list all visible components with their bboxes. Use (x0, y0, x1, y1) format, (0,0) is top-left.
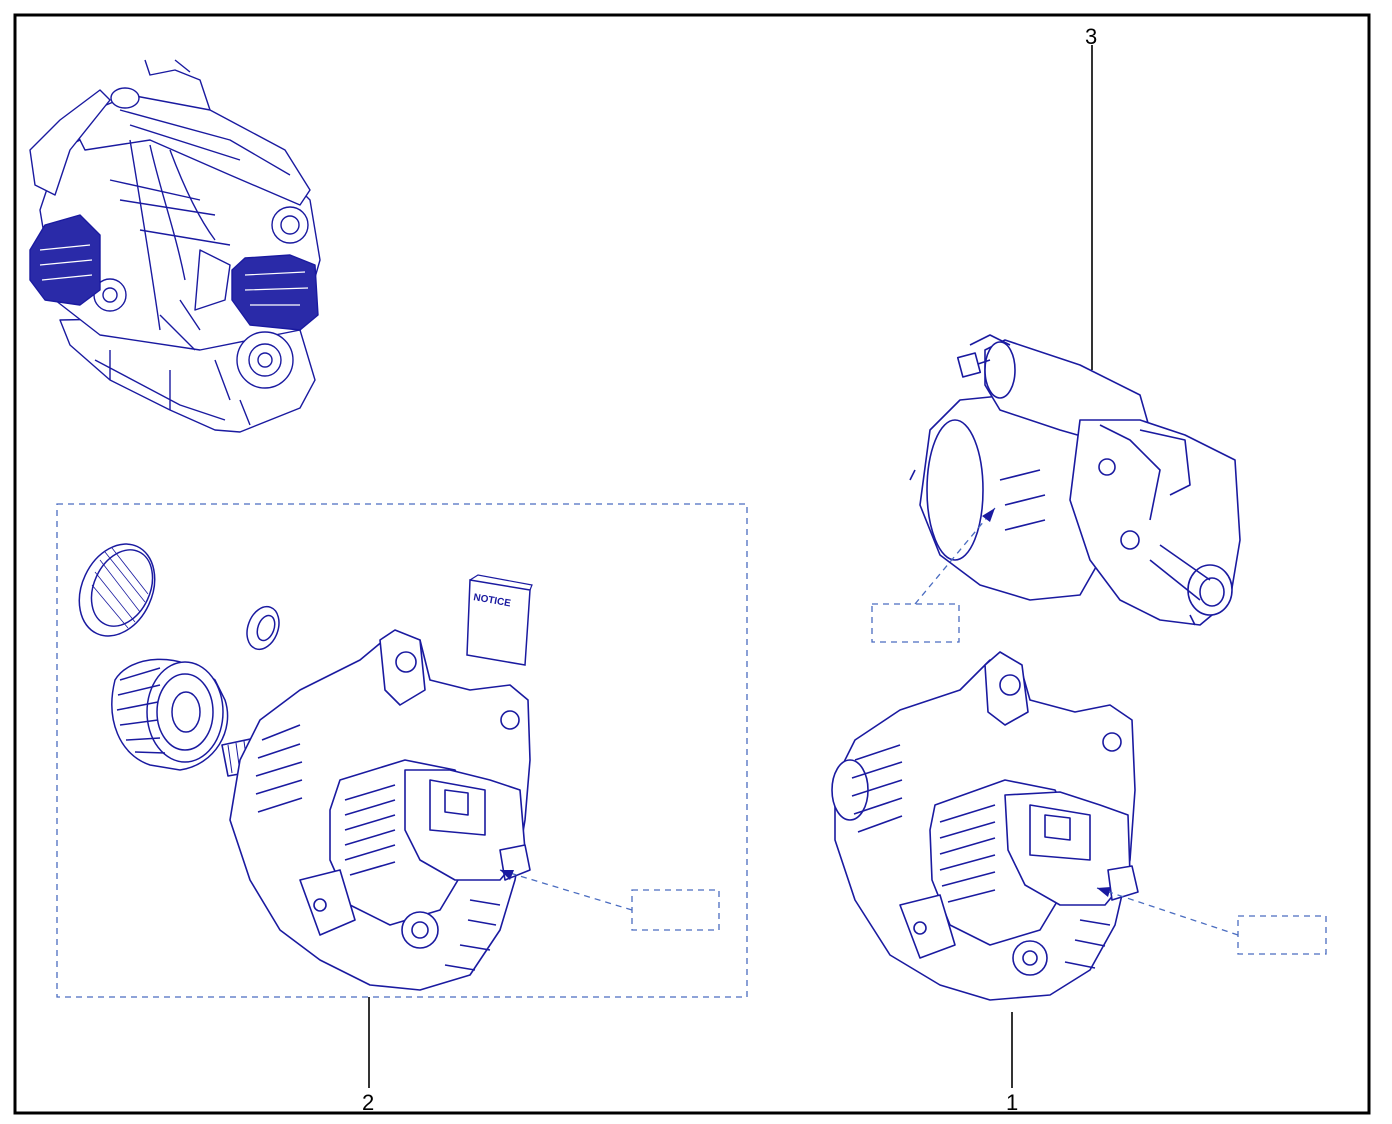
engine-overview-illustration (29, 59, 321, 433)
engine-alternator-highlight (29, 214, 101, 306)
callout-number-2: 2 (362, 1090, 375, 1115)
alternator-reference-box (1237, 915, 1327, 955)
alternator-illustration (831, 651, 1139, 1001)
callout-number-1: 1 (1006, 1090, 1019, 1115)
starter-reference-box (871, 603, 960, 643)
pulley-cap-part (78, 543, 156, 637)
kit-alternator-illustration (221, 629, 531, 991)
alternator-pulley-part (111, 658, 229, 771)
diagram-frame (13, 13, 1371, 1115)
kit-dashed-box (56, 503, 748, 998)
callout-number-3: 3 (1085, 24, 1098, 49)
alternator-reference-leader (1096, 887, 1239, 936)
starter-reference-leader (914, 507, 996, 605)
notice-booklet-part: NOTICE (466, 574, 533, 666)
starter-motor-illustration (909, 334, 1241, 626)
kit-reference-leader (499, 869, 633, 911)
seal-ring-part (246, 605, 280, 651)
kit-reference-box (631, 889, 720, 931)
engine-starter-highlight (231, 254, 319, 331)
